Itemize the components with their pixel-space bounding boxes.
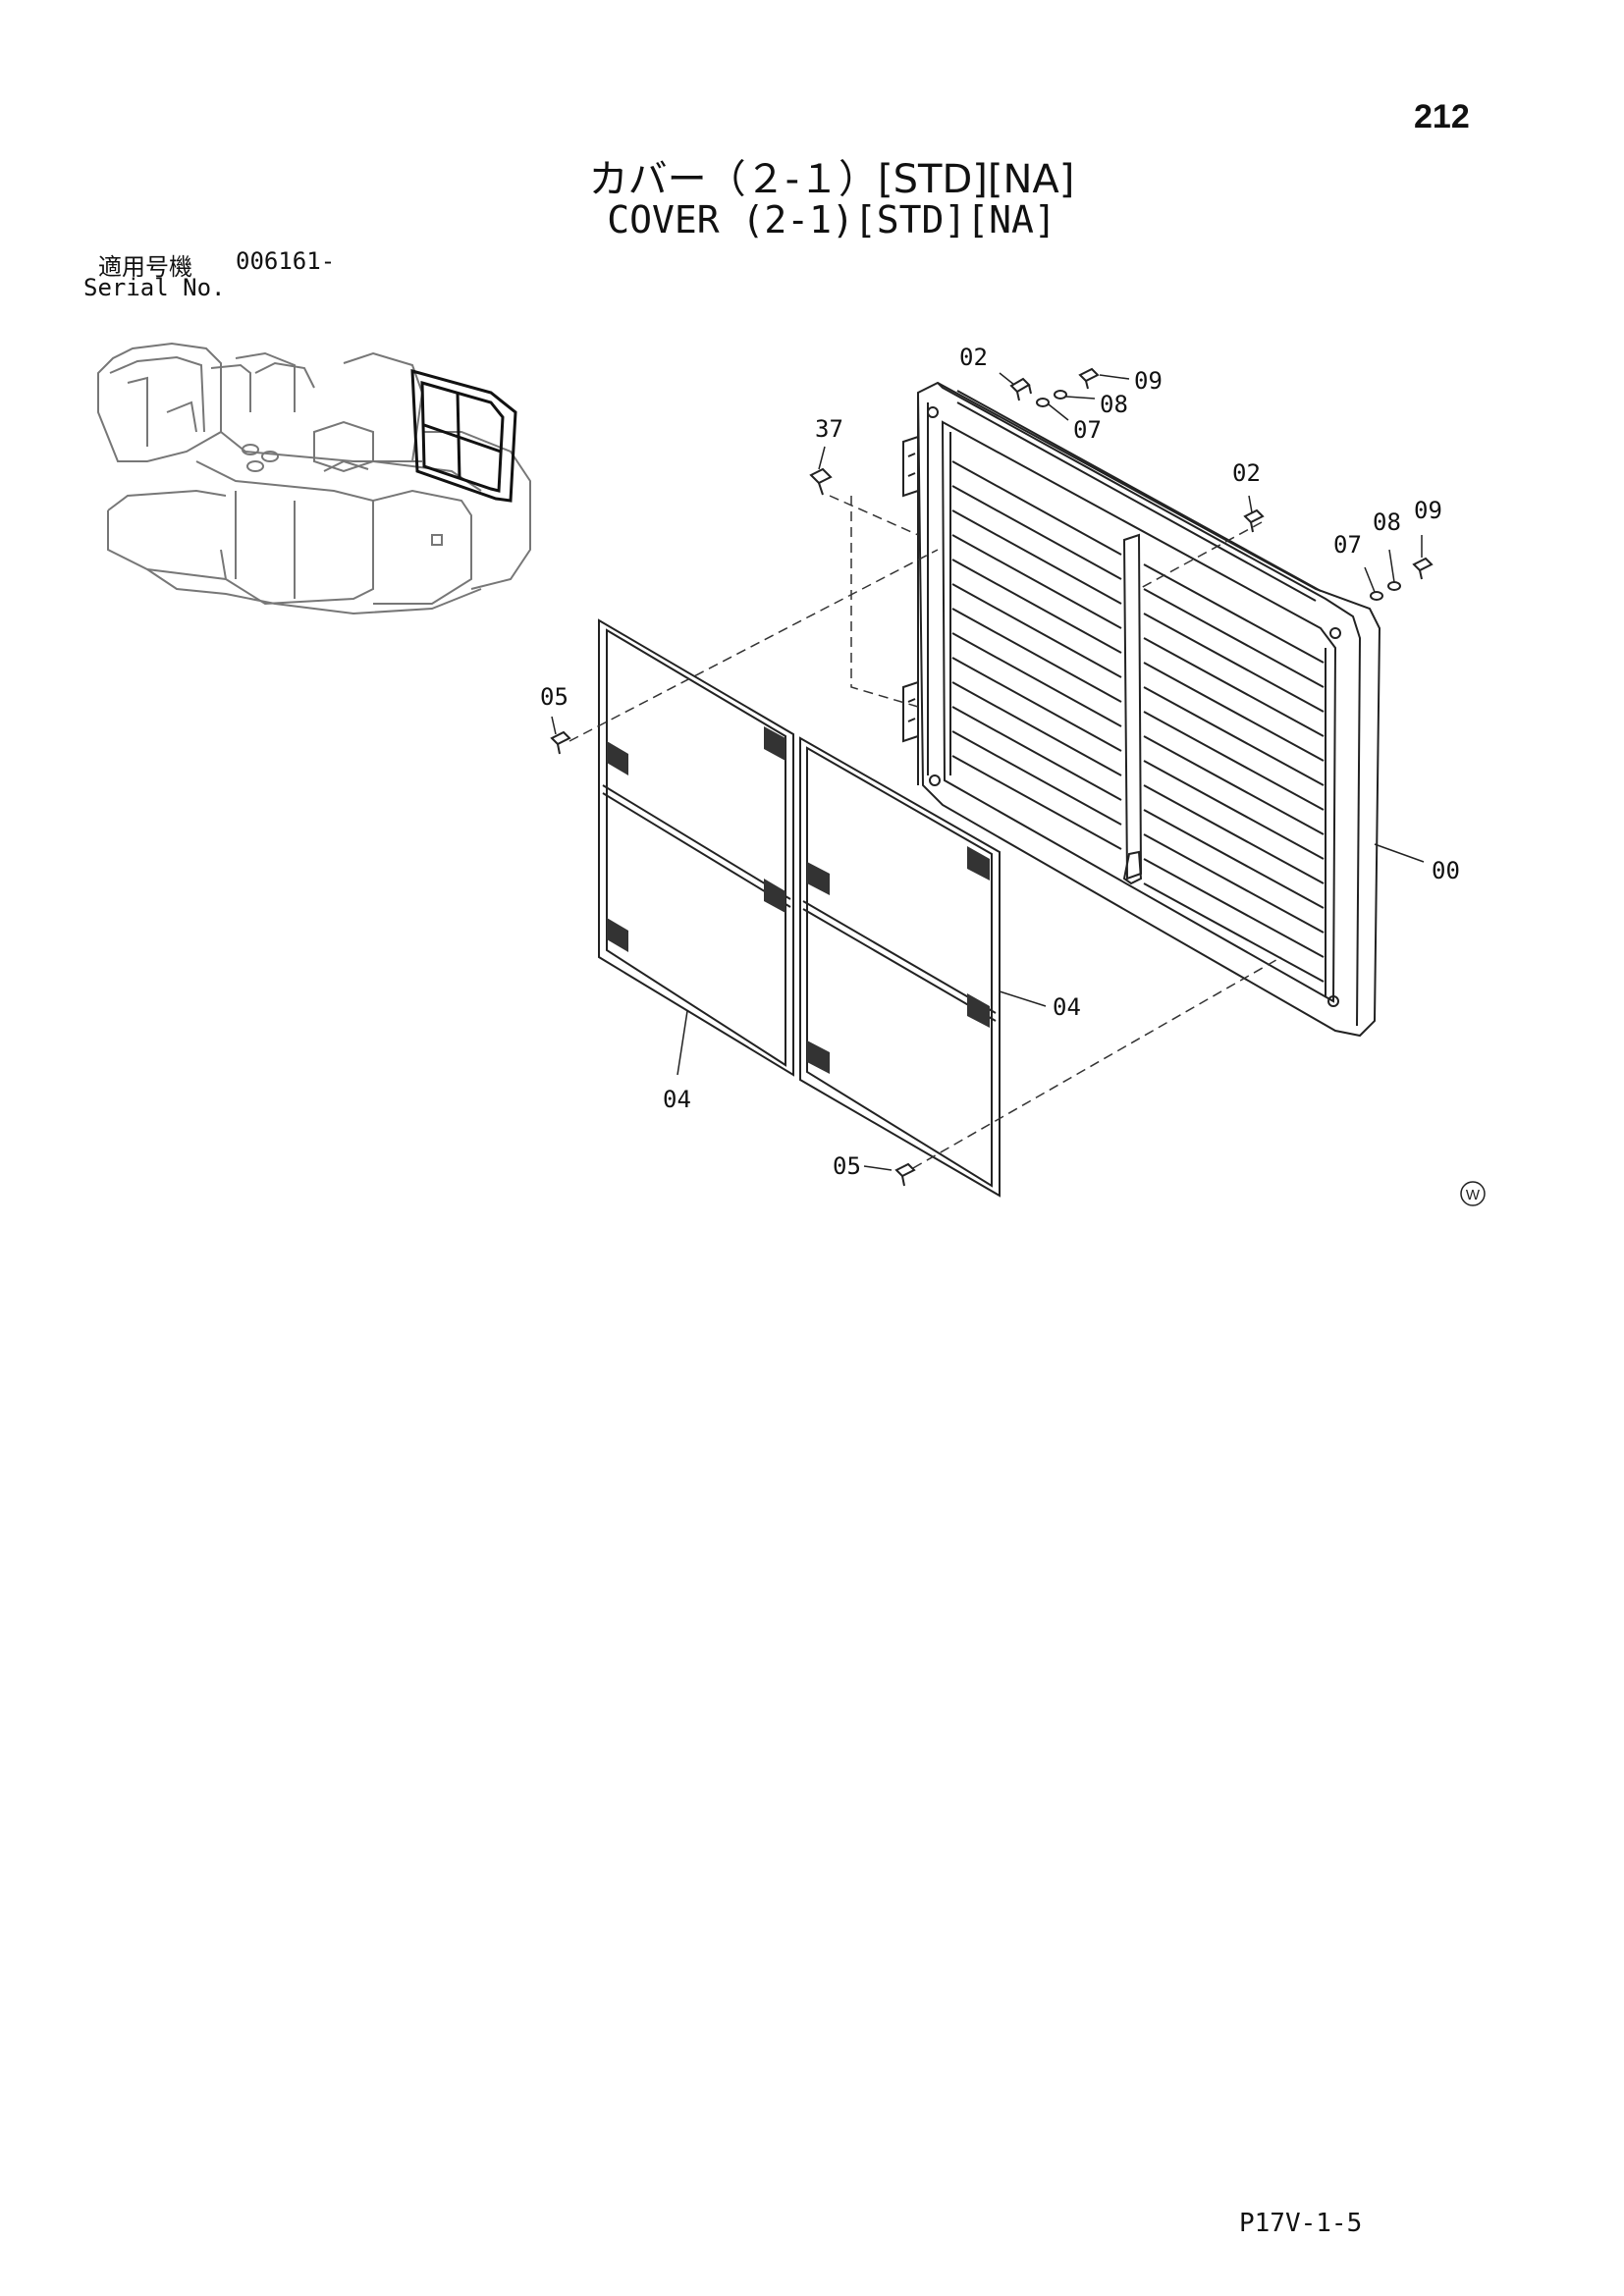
mesh-panel-left — [598, 618, 794, 1077]
footer-code: P17V-1-5 — [1239, 2209, 1363, 2238]
mesh-panel-left-vents — [607, 726, 785, 952]
callout-05-left: 05 — [540, 683, 568, 711]
overview-highlighted-cover — [410, 369, 517, 503]
callout-leaders — [551, 372, 1425, 1171]
mesh-panel-right-vents — [807, 846, 990, 1074]
hardware-parts — [550, 367, 1434, 1187]
assembly-guide-lines — [568, 495, 1282, 1169]
excavator-overview-illustration — [97, 342, 531, 615]
callout-37: 37 — [815, 415, 843, 443]
serial-label-english: Serial No. — [83, 274, 226, 301]
title-english: COVER (2-1)[STD][NA] — [607, 198, 1056, 241]
mesh-panel-right — [799, 736, 1001, 1198]
callout-02-right: 02 — [1232, 459, 1261, 487]
callout-00: 00 — [1432, 857, 1460, 884]
serial-label-japanese: 適用号機 — [98, 253, 192, 281]
callout-08-top: 08 — [1100, 391, 1128, 418]
callout-09-top: 09 — [1134, 367, 1163, 395]
callout-05-bottom: 05 — [833, 1152, 861, 1180]
callout-09-right: 09 — [1414, 497, 1442, 524]
callout-02-top: 02 — [959, 344, 988, 371]
callout-08-right: 08 — [1373, 508, 1401, 536]
circled-w-mark: W — [1460, 1181, 1486, 1206]
callout-04-bottom: 04 — [663, 1086, 691, 1113]
callout-07-right: 07 — [1333, 531, 1362, 559]
serial-value: 006161- — [236, 247, 336, 275]
page-number: 212 — [1414, 98, 1470, 135]
title-japanese: カバー（２-１）[STD][NA] — [588, 157, 1075, 202]
cover-frame-assembly — [902, 381, 1381, 1038]
callout-07-top: 07 — [1073, 416, 1102, 444]
svg-text:W: W — [1466, 1187, 1481, 1203]
callout-04-right: 04 — [1053, 993, 1081, 1021]
